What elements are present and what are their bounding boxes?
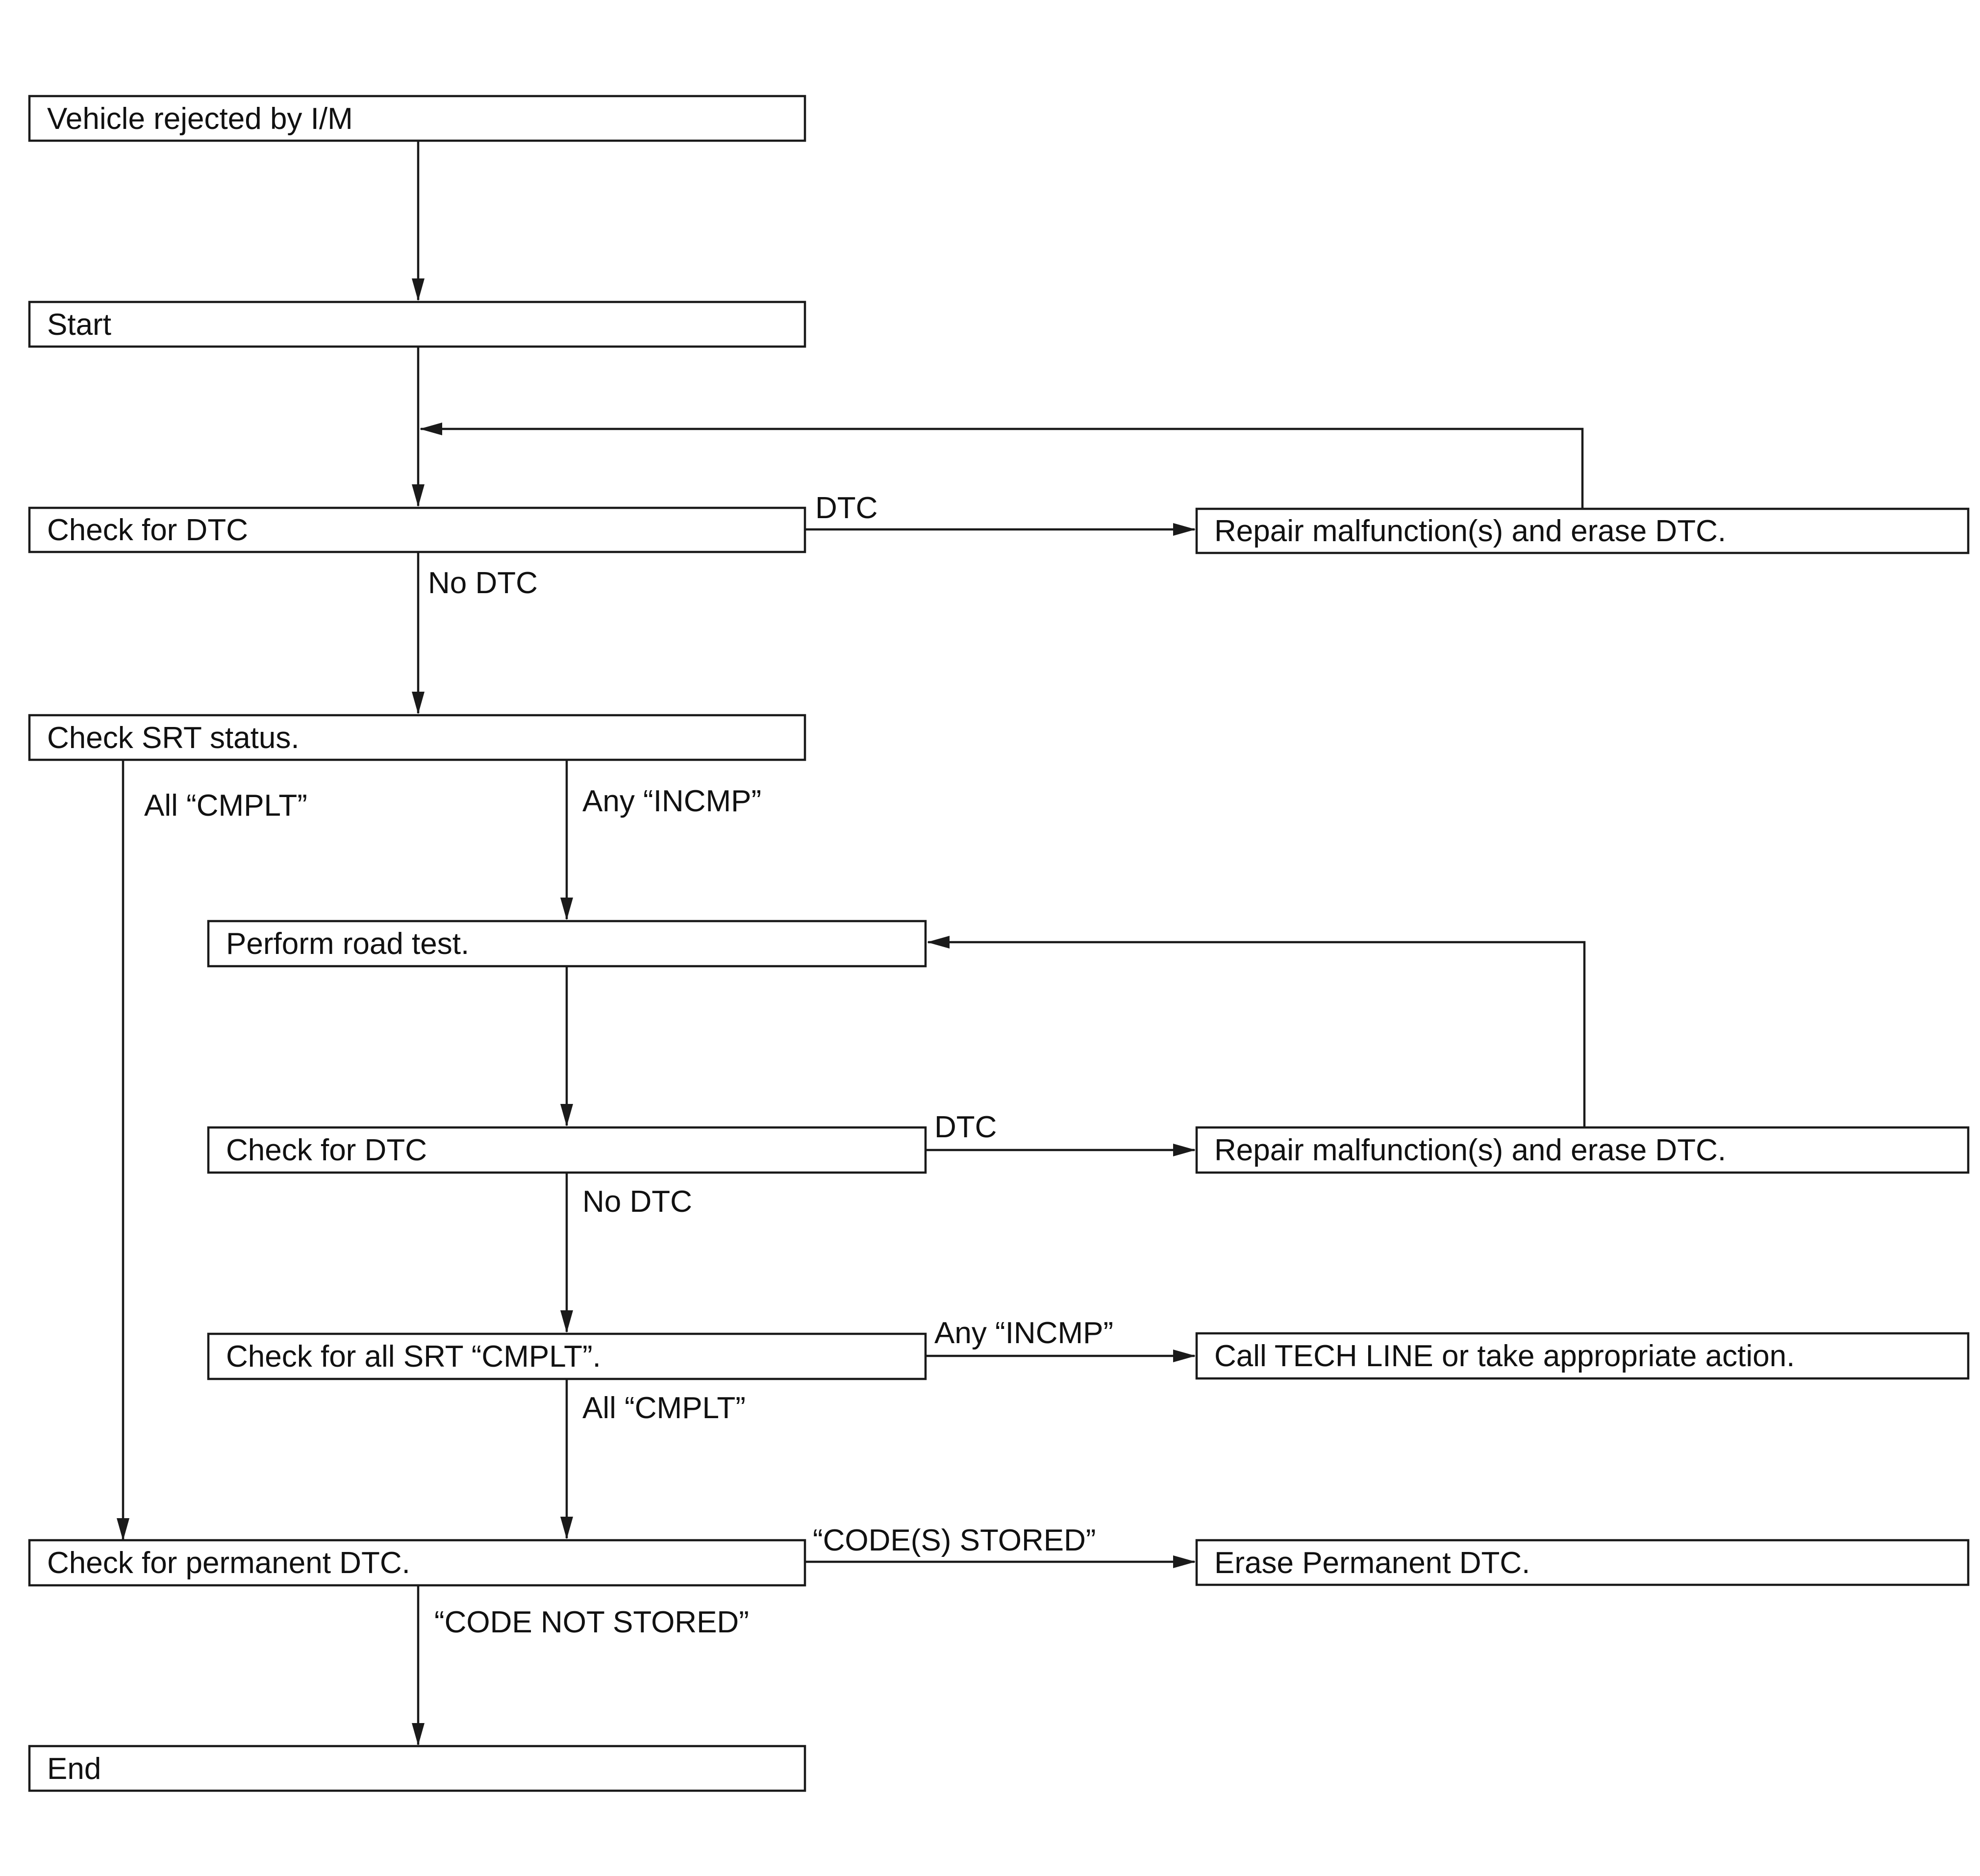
arrow-repair-2-loop [927, 936, 1586, 1127]
edge-label-no-dtc-2: No DTC [582, 1185, 692, 1219]
node-road-test-label: Perform road test. [226, 927, 469, 961]
node-start-label: Start [47, 308, 111, 342]
node-repair-2: Repair malfunction(s) and erase DTC. [1195, 1126, 1970, 1174]
node-check-dtc-1: Check for DTC [28, 506, 806, 553]
edge-label-all-cmplt-1: All “CMPLT” [144, 789, 307, 823]
node-erase-permanent: Erase Permanent DTC. [1195, 1539, 1970, 1586]
edge-label-no-dtc-1: No DTC [428, 566, 538, 600]
node-erase-permanent-label: Erase Permanent DTC. [1214, 1546, 1530, 1580]
node-repair-2-label: Repair malfunction(s) and erase DTC. [1214, 1133, 1726, 1167]
edge-label-code-not-stored: “CODE NOT STORED” [434, 1605, 749, 1639]
node-tech-line-label: Call TECH LINE or take appropriate actio… [1214, 1339, 1795, 1373]
node-rejected-label: Vehicle rejected by I/M [47, 102, 353, 136]
node-check-dtc-2: Check for DTC [207, 1126, 927, 1174]
node-road-test: Perform road test. [207, 920, 927, 968]
node-check-permanent: Check for permanent DTC. [28, 1539, 806, 1587]
edge-label-codes-stored: “CODE(S) STORED” [813, 1524, 1096, 1557]
connectors [117, 141, 1586, 1746]
node-tech-line: Call TECH LINE or take appropriate actio… [1195, 1332, 1970, 1380]
node-check-permanent-label: Check for permanent DTC. [47, 1546, 410, 1580]
node-end: End [28, 1745, 806, 1792]
node-check-all-srt: Check for all SRT “CMPLT”. [207, 1332, 927, 1380]
node-check-srt-label: Check SRT status. [47, 721, 300, 755]
node-repair-1: Repair malfunction(s) and erase DTC. [1195, 507, 1970, 554]
arrow-repair-1-loop [420, 423, 1584, 509]
node-check-all-srt-label: Check for all SRT “CMPLT”. [226, 1340, 601, 1374]
node-rejected: Vehicle rejected by I/M [28, 95, 806, 142]
edge-label-all-cmplt-2: All “CMPLT” [582, 1391, 746, 1425]
edge-label-any-incmp-1: Any “INCMP” [582, 784, 761, 818]
node-repair-1-label: Repair malfunction(s) and erase DTC. [1214, 514, 1726, 548]
node-check-dtc-1-label: Check for DTC [47, 513, 248, 547]
node-check-dtc-2-label: Check for DTC [226, 1133, 427, 1167]
node-check-srt: Check SRT status. [28, 714, 806, 761]
node-start: Start [28, 300, 806, 348]
node-end-label: End [47, 1752, 101, 1786]
edge-label-any-incmp-2: Any “INCMP” [934, 1316, 1113, 1350]
edge-label-dtc-2: DTC [934, 1110, 997, 1144]
edge-label-dtc-1: DTC [815, 491, 877, 525]
